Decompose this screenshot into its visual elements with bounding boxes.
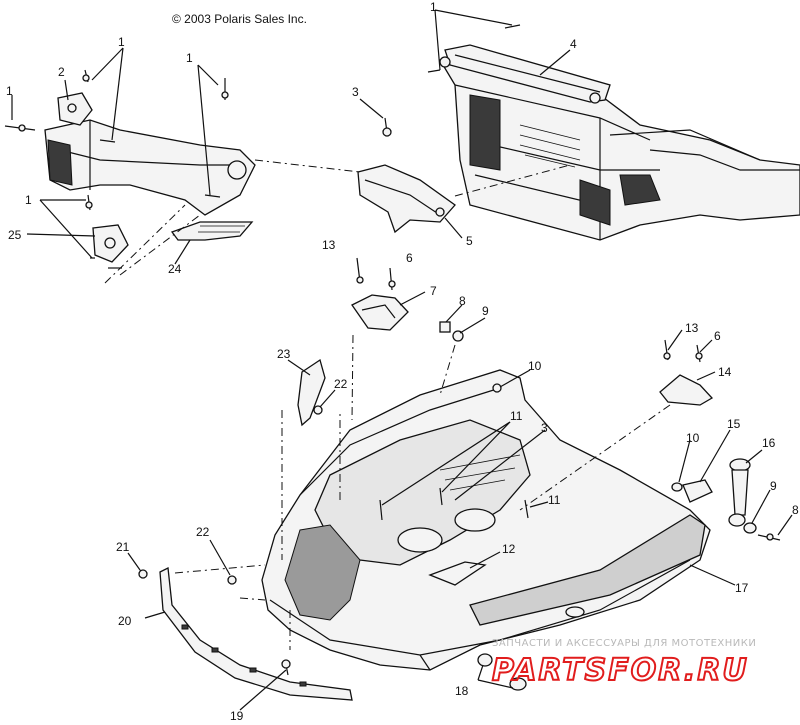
callout-9: 9 <box>770 479 777 493</box>
callout-9: 9 <box>482 304 489 318</box>
callout-11: 11 <box>510 409 523 423</box>
fastener-8-9 <box>439 304 486 342</box>
bracket-part-14 <box>519 329 716 511</box>
latch-part-7 <box>351 257 426 331</box>
watermark-caption: ЗАПЧАСТИ И АКСЕССУАРЫ ДЛЯ МОТОТЕХНИКИ <box>492 638 756 649</box>
nose-pan-body <box>261 369 711 671</box>
fasteners-right <box>671 429 793 541</box>
callout-25: 25 <box>8 228 22 242</box>
callout-8: 8 <box>792 503 799 517</box>
callout-17: 17 <box>735 581 749 595</box>
callout-22: 22 <box>334 377 348 391</box>
watermark: ЗАПЧАСТИ И АКСЕССУАРЫ ДЛЯ МОТОТЕХНИКИ PA… <box>491 638 756 689</box>
callout-7: 7 <box>430 284 437 298</box>
grommets-part-18 <box>477 653 527 691</box>
bumper-part-17 <box>469 514 736 626</box>
callout-10: 10 <box>528 359 542 373</box>
inner-fasteners <box>339 334 549 586</box>
bracket-part-23 <box>287 358 336 427</box>
callout-6: 6 <box>406 251 413 265</box>
callout-22: 22 <box>196 525 210 539</box>
callout-23: 23 <box>277 347 291 361</box>
callout-11: 11 <box>548 493 561 507</box>
callout-14: 14 <box>718 365 732 379</box>
fasteners-lower-left <box>127 410 291 711</box>
callout-1: 1 <box>25 193 32 207</box>
callout-13: 13 <box>322 238 336 252</box>
callout-18: 18 <box>455 684 469 698</box>
callout-1: 1 <box>6 84 13 98</box>
skid-bar-part-20 <box>144 567 353 701</box>
callout-1: 1 <box>118 35 125 49</box>
steering-bracket <box>44 119 256 216</box>
bolts-upper <box>4 24 521 269</box>
callout-20: 20 <box>118 614 132 628</box>
callout-6: 6 <box>714 329 721 343</box>
crossbar-part-4 <box>439 44 611 104</box>
callout-24: 24 <box>168 262 182 276</box>
callout-10: 10 <box>686 431 700 445</box>
watermark-brand: PARTSFOR.RU <box>492 653 749 688</box>
plate-part-25 <box>92 224 129 263</box>
bracket-part-2 <box>57 92 93 126</box>
callout-3: 3 <box>541 421 548 435</box>
callout-4: 4 <box>570 37 577 51</box>
callout-13: 13 <box>685 321 699 335</box>
mount-part-5 <box>357 164 456 234</box>
callout-19: 19 <box>230 709 244 723</box>
bracket-part-24 <box>170 221 254 241</box>
callout-1: 1 <box>186 51 193 65</box>
callout-8: 8 <box>459 294 466 308</box>
callout-1: 1 <box>430 0 437 14</box>
callout-5: 5 <box>466 234 473 248</box>
chassis-frame <box>438 59 800 241</box>
callout-3: 3 <box>352 85 359 99</box>
callout-16: 16 <box>762 436 776 450</box>
callout-labels: 1 1 1 1 1 2 3 3 4 5 6 6 7 8 8 9 9 10 10 … <box>6 0 799 723</box>
callout-21: 21 <box>116 540 130 554</box>
callout-15: 15 <box>727 417 741 431</box>
copyright-text: © 2003 Polaris Sales Inc. <box>172 12 307 26</box>
callout-2: 2 <box>58 65 65 79</box>
leader-lines-upper <box>11 9 571 284</box>
callout-12: 12 <box>502 542 516 556</box>
